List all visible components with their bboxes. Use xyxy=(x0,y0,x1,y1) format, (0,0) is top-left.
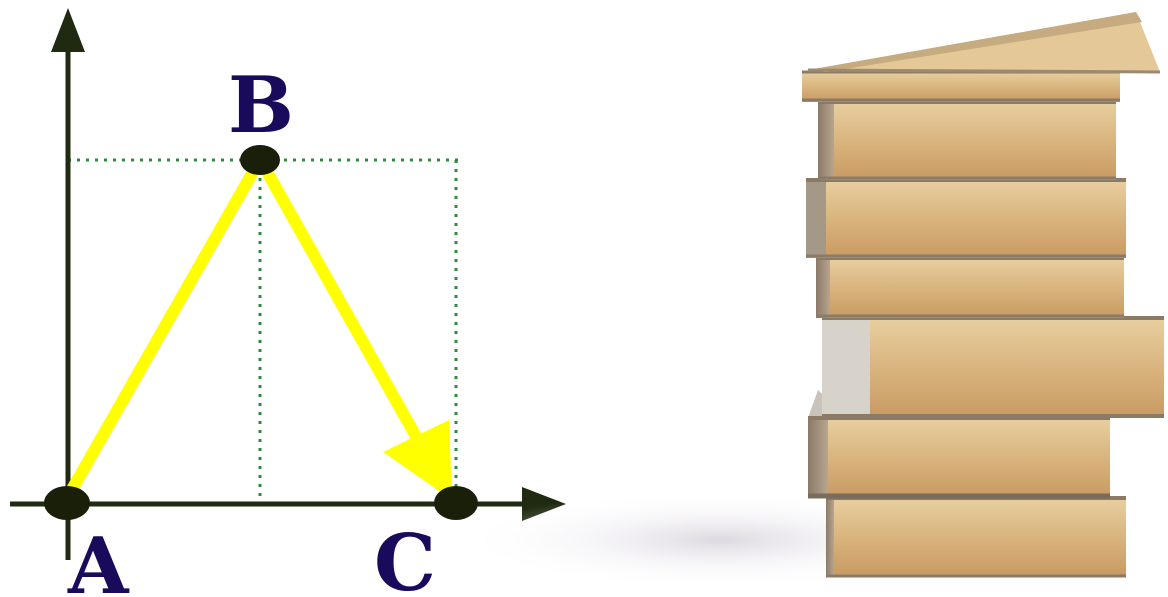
book-6 xyxy=(822,316,1164,418)
book-4 xyxy=(806,178,1126,258)
point-a xyxy=(44,486,90,520)
y-axis-arrowhead xyxy=(51,8,85,52)
books-stack-icon xyxy=(460,12,1164,588)
point-c xyxy=(434,486,478,520)
book-5 xyxy=(816,256,1124,318)
label-c: C xyxy=(374,518,436,597)
book-1 xyxy=(807,12,1161,74)
vector-ab xyxy=(60,160,264,503)
guide-lines xyxy=(68,158,458,502)
book-3 xyxy=(818,100,1116,180)
vectors xyxy=(60,160,452,503)
label-a: A xyxy=(67,521,130,597)
vector-bc-arrowhead xyxy=(383,420,452,500)
vector-diagram: B A C xyxy=(10,8,566,597)
point-b xyxy=(240,145,280,175)
label-b: B xyxy=(228,60,294,151)
book-2 xyxy=(802,70,1120,102)
points xyxy=(44,145,478,520)
book-8 xyxy=(826,496,1126,578)
vector-bc xyxy=(256,160,424,443)
